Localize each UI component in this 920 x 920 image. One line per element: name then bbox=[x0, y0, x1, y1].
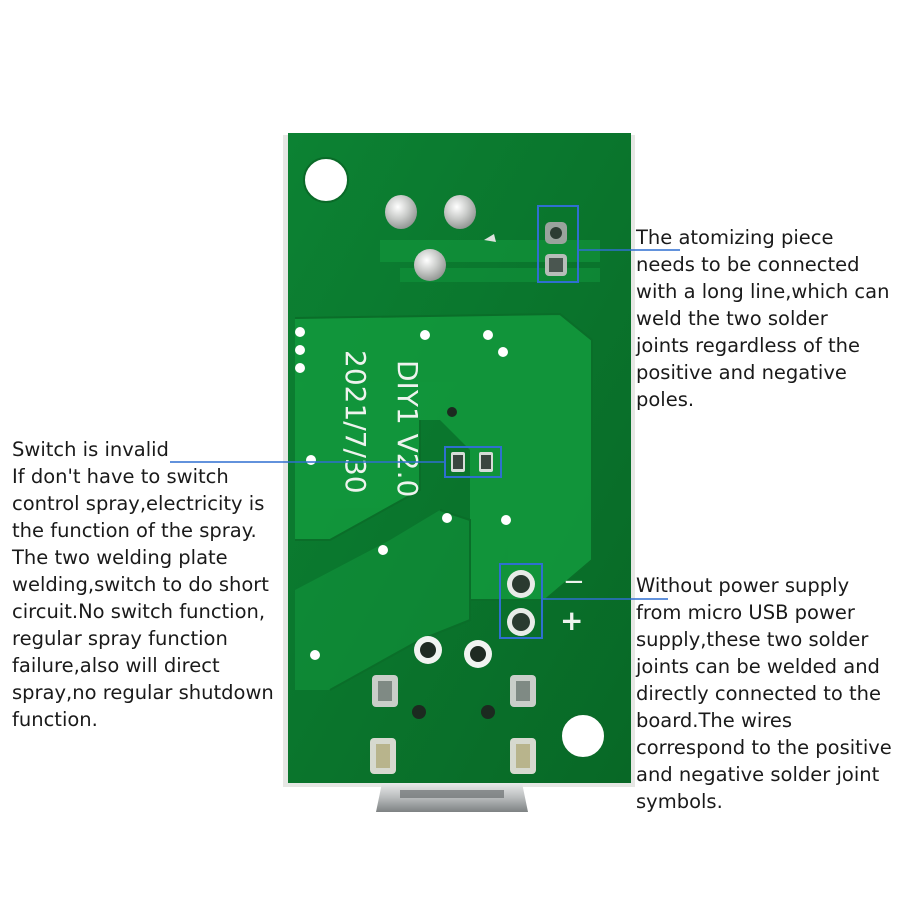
copper-traces bbox=[295, 240, 600, 690]
atomizer-note-line: The atomizing piece bbox=[636, 226, 834, 249]
power-note-line: joints can be welded and bbox=[636, 655, 880, 678]
atomizer-note-line: poles. bbox=[636, 388, 695, 411]
mounting-hole-top bbox=[303, 157, 349, 203]
switch-note-line: welding,switch to do short bbox=[12, 573, 269, 596]
silkscreen-date: 2021/7/30 bbox=[339, 350, 372, 494]
atomizer-pads bbox=[545, 222, 567, 276]
usb-mount-pads bbox=[370, 675, 536, 774]
svg-text:2021/7/30: 2021/7/30 bbox=[339, 350, 372, 494]
trace-outlines bbox=[294, 312, 593, 691]
power-note: Without power supply from micro USB powe… bbox=[636, 572, 892, 815]
switch-note-line: The two welding plate bbox=[12, 546, 228, 569]
micro-usb-connector bbox=[376, 783, 528, 812]
atomizer-note-line: joints regardless of the bbox=[636, 334, 861, 357]
switch-note-line: spray,no regular shutdown bbox=[12, 681, 274, 704]
power-note-line: supply,these two solder bbox=[636, 628, 869, 651]
leader-lines bbox=[170, 249, 680, 600]
through-hole-pins bbox=[412, 636, 495, 719]
svg-text:DIY1 V2.0: DIY1 V2.0 bbox=[391, 360, 424, 497]
power-note-line: from micro USB power bbox=[636, 601, 855, 624]
atomizer-note: The atomizing piece needs to be connecte… bbox=[636, 224, 889, 413]
switch-note: Switch is invalid If don't have to switc… bbox=[12, 436, 274, 733]
minus-mark: − bbox=[563, 567, 585, 597]
solder-joints-top bbox=[385, 195, 496, 281]
plus-mark: + bbox=[560, 604, 583, 637]
switch-pads bbox=[451, 452, 493, 472]
power-pads bbox=[507, 570, 535, 636]
silkscreen-name: DIY1 V2.0 bbox=[391, 360, 424, 497]
atomizer-highlight-box bbox=[537, 205, 579, 283]
atomizer-note-line: weld the two solder bbox=[636, 307, 828, 330]
atomizer-note-line: positive and negative bbox=[636, 361, 847, 384]
switch-note-line: failure,also will direct bbox=[12, 654, 220, 677]
power-note-line: and negative solder joint bbox=[636, 763, 880, 786]
switch-note-line: Switch is invalid bbox=[12, 438, 169, 461]
mounting-hole-bottom bbox=[560, 713, 606, 759]
switch-note-line: the function of the spray. bbox=[12, 519, 257, 542]
switch-note-line: circuit.No switch function, bbox=[12, 600, 266, 623]
switch-note-line: control spray,electricity is bbox=[12, 492, 265, 515]
power-note-line: Without power supply bbox=[636, 574, 850, 597]
atomizer-note-line: needs to be connected bbox=[636, 253, 860, 276]
switch-note-line: regular spray function bbox=[12, 627, 228, 650]
switch-note-line: function. bbox=[12, 708, 98, 731]
switch-note-line: If don't have to switch bbox=[12, 465, 229, 488]
power-highlight-box bbox=[499, 563, 543, 639]
power-note-line: symbols. bbox=[636, 790, 723, 813]
atomizer-note-line: with a long line,which can bbox=[636, 280, 890, 303]
power-note-line: correspond to the positive bbox=[636, 736, 892, 759]
power-note-line: board.The wires bbox=[636, 709, 793, 732]
power-note-line: directly connected to the bbox=[636, 682, 881, 705]
